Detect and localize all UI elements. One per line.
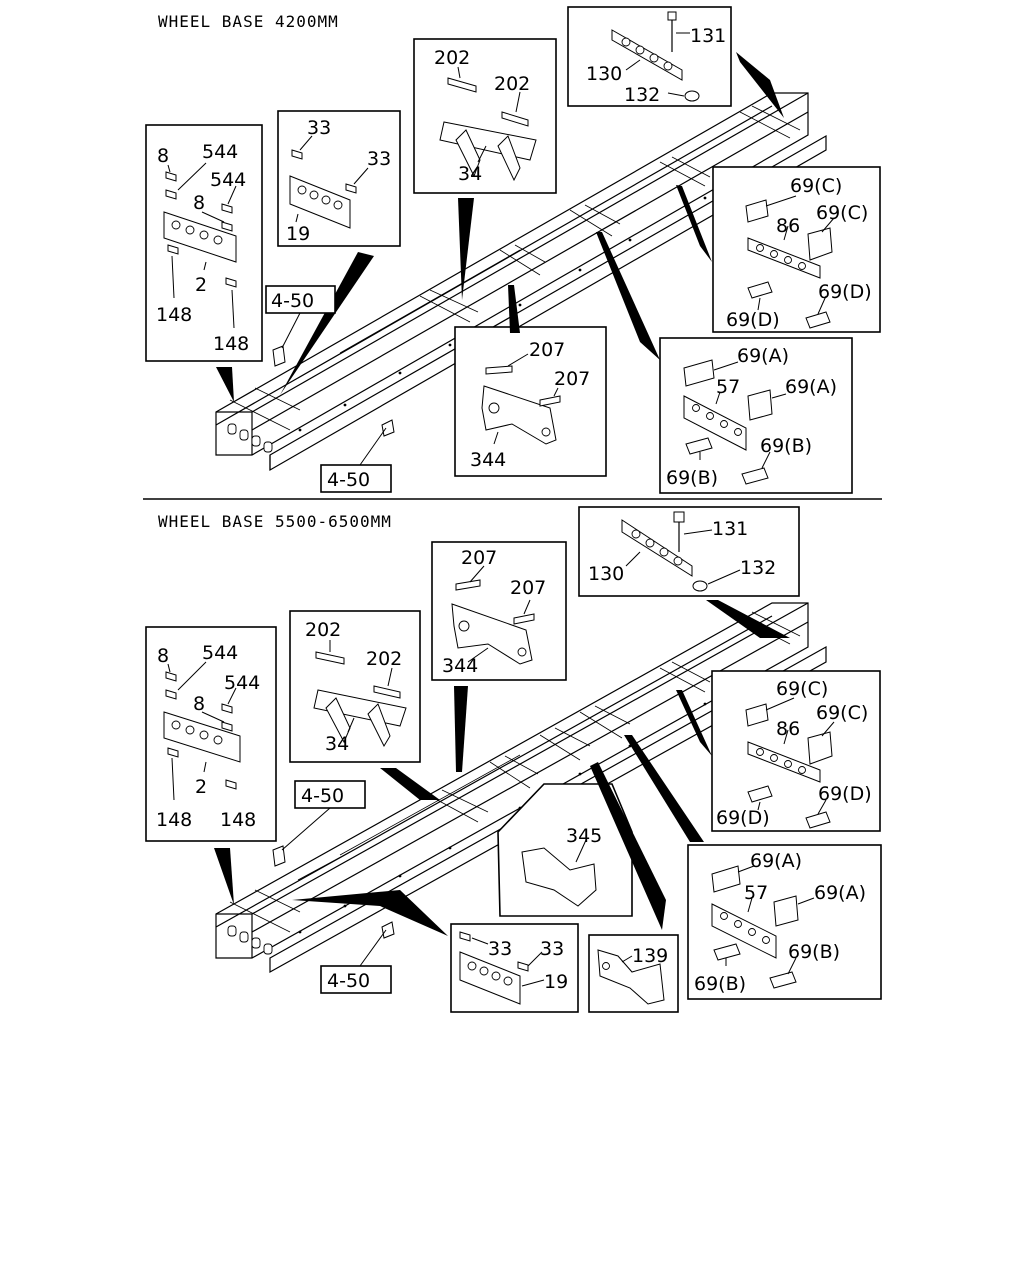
part-label-344: 344 [442,655,478,677]
part-label-544: 544 [202,642,238,664]
part-label-34: 34 [325,733,349,755]
part-label-2: 2 [195,274,207,296]
part-label-69d: 69(D) [726,309,780,331]
callout-crossmember-19: 33 33 19 [292,890,579,1013]
part-label-207: 207 [510,577,546,599]
callout-crossmember-57: 69(A) 69(A) 57 69(B) 69(B) [624,735,882,1000]
part-label-207: 207 [529,339,565,361]
part-label-69d: 69(D) [716,807,770,829]
part-label-69b: 69(B) [694,973,746,995]
part-label-69b: 69(B) [666,467,718,489]
part-label-69c: 69(C) [816,702,868,724]
callout-crossmember-34: 202 202 34 [289,610,440,800]
part-label-33: 33 [488,938,512,960]
callout-crossmember-139: 139 [588,762,679,1013]
part-label-19: 19 [286,223,310,245]
callout-front-crossmember: 8 544 8 544 2 148 148 [145,124,263,402]
callout-rear-bracket: 131 130 132 [578,506,800,638]
part-label-132: 132 [740,557,776,579]
section-title: WHEEL BASE 5500-6500MM [158,512,392,531]
ref-label: 4-50 [271,290,314,312]
part-label-86: 86 [776,215,800,237]
part-label-202: 202 [434,47,470,69]
ref-label: 4-50 [327,469,370,491]
part-label-33: 33 [540,938,564,960]
part-label-148: 148 [156,304,192,326]
part-label-69c: 69(C) [816,202,868,224]
part-label-544: 544 [210,169,246,191]
callout-crossmember-345: 345 [497,783,633,917]
part-label-132: 132 [624,84,660,106]
callout-front-crossmember: 8 544 8 544 2 148 148 [145,626,277,905]
part-label-130: 130 [586,63,622,85]
part-label-202: 202 [305,619,341,641]
callout-crossmember-86: 69(C) 69(C) 86 69(D) 69(D) [676,670,881,832]
callout-crossmember-19: 33 33 19 [277,110,401,395]
part-label-202: 202 [366,648,402,670]
part-label-207: 207 [554,368,590,390]
callout-crossmember-344: 207 207 344 [454,285,607,477]
part-label-202: 202 [494,73,530,95]
part-label-130: 130 [588,563,624,585]
part-label-8: 8 [157,645,169,667]
callout-crossmember-57: 69(A) 69(A) 57 69(B) 69(B) [596,232,853,494]
part-label-33: 33 [367,148,391,170]
part-label-8: 8 [193,693,205,715]
part-label-34: 34 [458,163,482,185]
part-label-86: 86 [776,718,800,740]
part-label-69a: 69(A) [737,345,789,367]
part-label-148: 148 [220,809,256,831]
part-label-344: 344 [470,449,506,471]
part-label-19: 19 [544,971,568,993]
part-label-139: 139 [632,945,668,967]
part-label-69c: 69(C) [790,175,842,197]
part-label-57: 57 [716,376,740,398]
callout-rear-bracket: 131 130 132 [567,6,784,118]
ref-label: 4-50 [327,970,370,992]
part-label-69b: 69(B) [788,941,840,963]
section-wheelbase-5500-6500: WHEEL BASE 5500-6500MM [145,506,882,1013]
part-label-69a: 69(A) [785,376,837,398]
ref-box-4-50: 4-50 [320,427,392,493]
ref-box-4-50: 4-50 [265,285,336,349]
part-label-131: 131 [690,25,726,47]
part-label-544: 544 [202,141,238,163]
section-title: WHEEL BASE 4200MM [158,12,339,31]
part-label-2: 2 [195,776,207,798]
part-label-207: 207 [461,547,497,569]
part-label-8: 8 [193,192,205,214]
frame-rails [215,92,827,472]
ref-box-4-50: 4-50 [281,780,366,851]
part-label-69b: 69(B) [760,435,812,457]
part-label-148: 148 [156,809,192,831]
part-label-345: 345 [566,825,602,847]
part-label-33: 33 [307,117,331,139]
part-label-69d: 69(D) [818,281,872,303]
section-wheelbase-4200: WHEEL BASE 4200MM [145,6,881,494]
part-label-131: 131 [712,518,748,540]
part-label-57: 57 [744,882,768,904]
part-label-69c: 69(C) [776,678,828,700]
ref-box-4-50: 4-50 [320,929,392,994]
ref-label: 4-50 [301,785,344,807]
part-label-544: 544 [224,672,260,694]
frame-rails [215,602,827,974]
part-label-69a: 69(A) [814,882,866,904]
callout-crossmember-344: 207 207 344 [431,541,567,772]
part-label-148: 148 [213,333,249,355]
part-label-69a: 69(A) [750,850,802,872]
callout-crossmember-34: 202 202 34 [413,38,557,300]
part-label-69d: 69(D) [818,783,872,805]
callout-crossmember-86: 69(C) 69(C) 86 69(D) 69(D) [676,166,881,333]
part-label-8: 8 [157,145,169,167]
